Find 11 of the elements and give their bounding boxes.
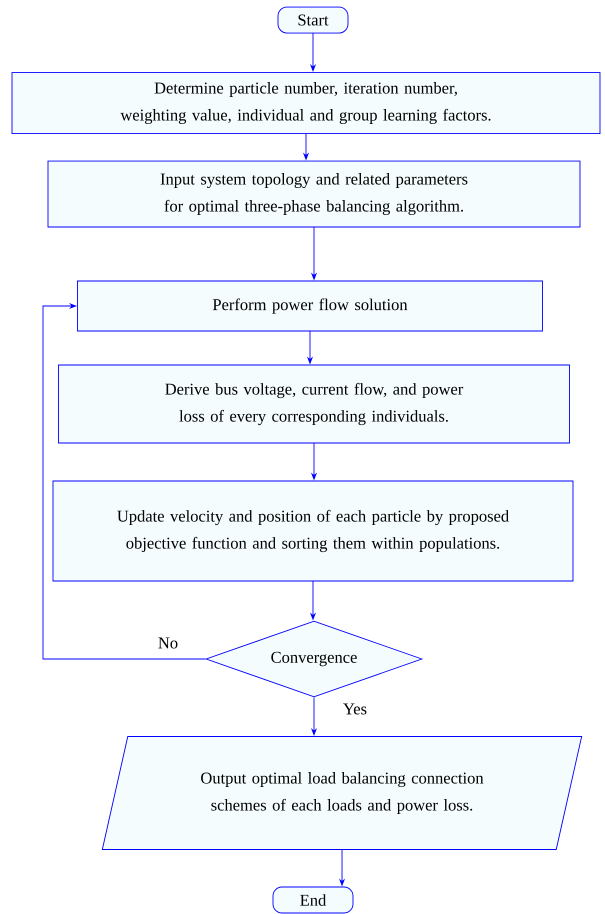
process-box: Perform power flow solution [77, 280, 543, 332]
arrow [42, 302, 206, 660]
process-box: Input system topology and related parameters for optimal three-phase balancing algorithm. [48, 160, 580, 228]
edge-label: No [156, 636, 180, 650]
process-box: Derive bus voltage, current flow, and power loss of every corresponding individuals. [58, 364, 570, 444]
process-box: Determine particle number, iteration number, weighting value, individual and group learning factors. [12, 72, 600, 134]
edge-label: Yes [342, 702, 368, 716]
end-terminal: End [272, 886, 354, 914]
start-terminal: Start [278, 6, 348, 34]
output-parallelogram: Output optimal load balancing connection schemes of each loads and power loss. [102, 736, 582, 850]
process-box: Update velocity and position of each particle by proposed objective function and sorting them within populations. [52, 480, 574, 582]
